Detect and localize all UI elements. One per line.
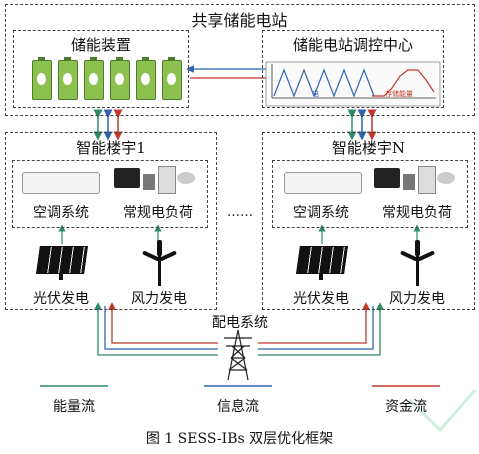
watermark-mark (408, 389, 477, 433)
building-1-load-box (12, 160, 208, 228)
appliances-icon (374, 166, 458, 196)
building-n-load-label: 常规电负荷 (382, 205, 452, 221)
control-center-title: 储能电站调控中心 (292, 36, 413, 54)
legend-energy-label: 能量流 (53, 399, 95, 415)
battery-icon (84, 57, 104, 100)
chart-legend-stored-energy: 存储能量 (385, 90, 413, 98)
figure-caption: 图 1 SESS-IBs 双层优化框架 (145, 431, 334, 447)
ellipsis: …… (227, 205, 253, 220)
building-1-box (5, 132, 217, 310)
battery-icon (110, 57, 130, 100)
grid-flow-lines (94, 302, 384, 356)
control-center-box (262, 30, 444, 108)
building-n-box (262, 132, 475, 310)
building-n-pv-label: 光伏发电 (293, 291, 349, 307)
building-1-ac-label: 空调系统 (33, 205, 89, 221)
wind-turbine-icon (398, 240, 438, 286)
battery-icon (162, 57, 182, 100)
building-1-wind-label: 风力发电 (131, 291, 187, 307)
legend-money-label: 资金流 (385, 399, 427, 415)
building-n-wind-label: 风力发电 (389, 291, 445, 307)
building-1-title: 智能楼宇1 (76, 139, 146, 157)
battery-icon (136, 57, 156, 100)
chart-legend-electricity: 电 (312, 90, 319, 98)
building-n-ac-label: 空调系统 (293, 205, 349, 221)
tower-icon (224, 329, 252, 381)
building-1-load-label: 常规电负荷 (123, 205, 193, 221)
station-info-arrows (186, 65, 274, 82)
storage-device-title: 储能装置 (70, 36, 131, 54)
shared-storage-station-box (5, 4, 475, 116)
legend-info-label: 信息流 (217, 399, 259, 415)
battery-icon (58, 57, 78, 100)
battery-icon (32, 57, 52, 100)
building-n-load-box (272, 160, 468, 228)
air-conditioner-icon (22, 172, 100, 194)
control-center-chart (265, 61, 441, 107)
wind-turbine-icon (140, 240, 180, 286)
grid-label: 配电系统 (212, 315, 268, 331)
air-conditioner-icon (284, 172, 362, 194)
building-n-title: 智能楼宇N (331, 139, 406, 157)
station-title: 共享储能电站 (191, 11, 288, 30)
solar-panel-icon (296, 246, 348, 280)
building-1-pv-label: 光伏发电 (33, 291, 89, 307)
battery-row (32, 57, 182, 100)
storage-device-box (13, 30, 189, 108)
appliances-icon (114, 166, 198, 196)
solar-panel-icon (36, 246, 88, 280)
